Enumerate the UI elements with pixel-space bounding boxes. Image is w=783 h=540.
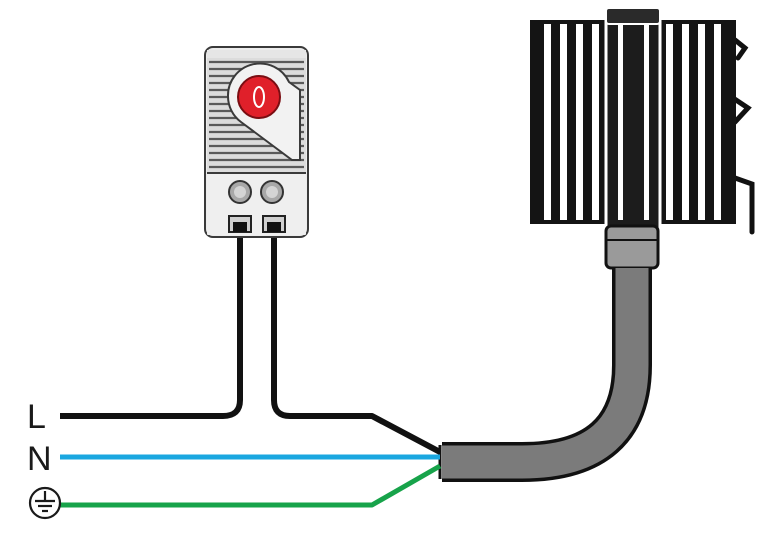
cable-gland: [604, 224, 660, 270]
wire-line-supply: [60, 228, 243, 419]
wire-line-switched: [271, 228, 442, 455]
wire-earth: [60, 463, 442, 508]
terminal-screws: [228, 180, 284, 204]
heater: [530, 7, 755, 270]
terminal-blocks: [228, 215, 286, 233]
heater-fins: [544, 24, 721, 220]
heater-center-column: [604, 12, 662, 231]
label-line: L: [27, 398, 46, 436]
red-dial-knob-icon[interactable]: [237, 75, 281, 119]
ground-symbol-icon: [28, 486, 62, 520]
wires: [60, 228, 442, 508]
thermostat: [204, 46, 309, 238]
heater-cable: [438, 268, 652, 482]
heater-mounting-clip: [730, 37, 755, 235]
label-neutral: N: [27, 440, 52, 478]
